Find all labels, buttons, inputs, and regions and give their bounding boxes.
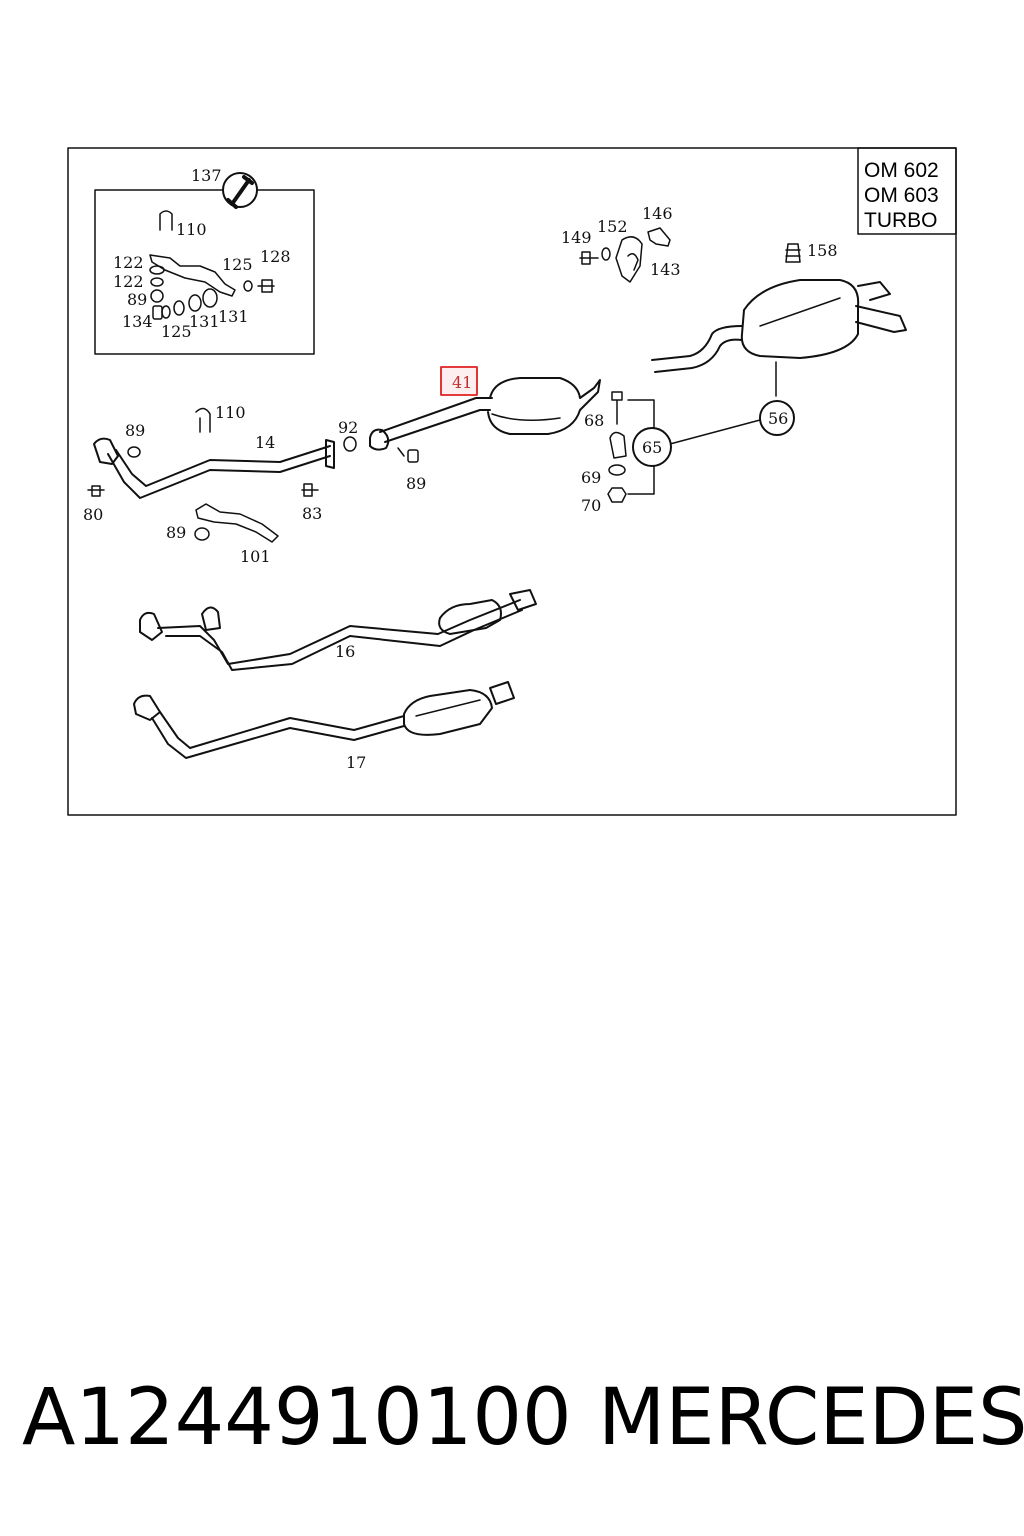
- model-line-1: OM 602: [864, 159, 939, 182]
- highlight-box-41: [440, 366, 478, 396]
- rear-silencer: [651, 279, 907, 373]
- callout-110[interactable]: 110: [176, 220, 207, 239]
- callout-158[interactable]: 158: [807, 241, 838, 260]
- converter-pipe-17: [133, 681, 515, 759]
- callout-125[interactable]: 125: [222, 255, 253, 274]
- callout-131[interactable]: 131: [218, 307, 249, 326]
- center-silencer-pipe: [369, 377, 601, 463]
- callout-68[interactable]: 68: [584, 411, 604, 430]
- rubber-mount: [785, 243, 801, 263]
- callout-125[interactable]: 125: [161, 322, 192, 341]
- callout-16[interactable]: 16: [335, 642, 355, 661]
- wrench-icon: [222, 172, 258, 209]
- callout-131[interactable]: 131: [189, 312, 220, 331]
- diagram-frame: [67, 147, 957, 816]
- part-number: A1244910100: [22, 1373, 572, 1463]
- callout-110[interactable]: 110: [215, 403, 246, 422]
- callout-134[interactable]: 134: [122, 312, 153, 331]
- callout-137[interactable]: 137: [191, 166, 222, 185]
- bracket-101: [194, 503, 279, 543]
- callout-circle-65: [632, 427, 672, 467]
- callout-143[interactable]: 143: [650, 260, 681, 279]
- callout-56[interactable]: 56: [768, 409, 788, 428]
- callout-83[interactable]: 83: [302, 504, 322, 523]
- callout-101[interactable]: 101: [240, 547, 271, 566]
- callout-17[interactable]: 17: [346, 753, 366, 772]
- front-pipe-16: [139, 589, 537, 671]
- callout-122[interactable]: 122: [113, 272, 144, 291]
- kit-parts: [149, 210, 275, 320]
- callout-128[interactable]: 128: [260, 247, 291, 266]
- callout-65[interactable]: 65: [642, 438, 662, 457]
- hanger-parts: [579, 227, 671, 283]
- callout-146[interactable]: 146: [642, 204, 673, 223]
- leader-65-56: [669, 419, 761, 445]
- model-line-2: OM 603: [864, 184, 939, 207]
- callout-149[interactable]: 149: [561, 228, 592, 247]
- callout-152[interactable]: 152: [597, 217, 628, 236]
- callout-14[interactable]: 14: [255, 433, 275, 452]
- callout-circle-56: [759, 400, 795, 436]
- brand-name: MERCEDES: [598, 1373, 1024, 1463]
- callout-89[interactable]: 89: [127, 290, 147, 309]
- callout-70[interactable]: 70: [581, 496, 601, 515]
- callout-89[interactable]: 89: [125, 421, 145, 440]
- callout-92[interactable]: 92: [338, 418, 358, 437]
- exhaust-system-diagram: OM 602 OM 603 TURBO 41 137 110 122 122 1…: [67, 147, 957, 816]
- callout-89[interactable]: 89: [406, 474, 426, 493]
- callout-69[interactable]: 69: [581, 468, 601, 487]
- mounting-kit-box: [94, 189, 315, 355]
- clamp-parts: [607, 391, 655, 503]
- model-box: [857, 147, 957, 235]
- callout-41[interactable]: 41: [452, 373, 472, 392]
- front-pipe-14: [87, 407, 357, 499]
- callout-122[interactable]: 122: [113, 253, 144, 272]
- callout-89[interactable]: 89: [166, 523, 186, 542]
- caption: A1244910100 MERCEDES: [0, 1370, 1024, 1470]
- callout-80[interactable]: 80: [83, 505, 103, 524]
- model-line-3: TURBO: [864, 209, 938, 232]
